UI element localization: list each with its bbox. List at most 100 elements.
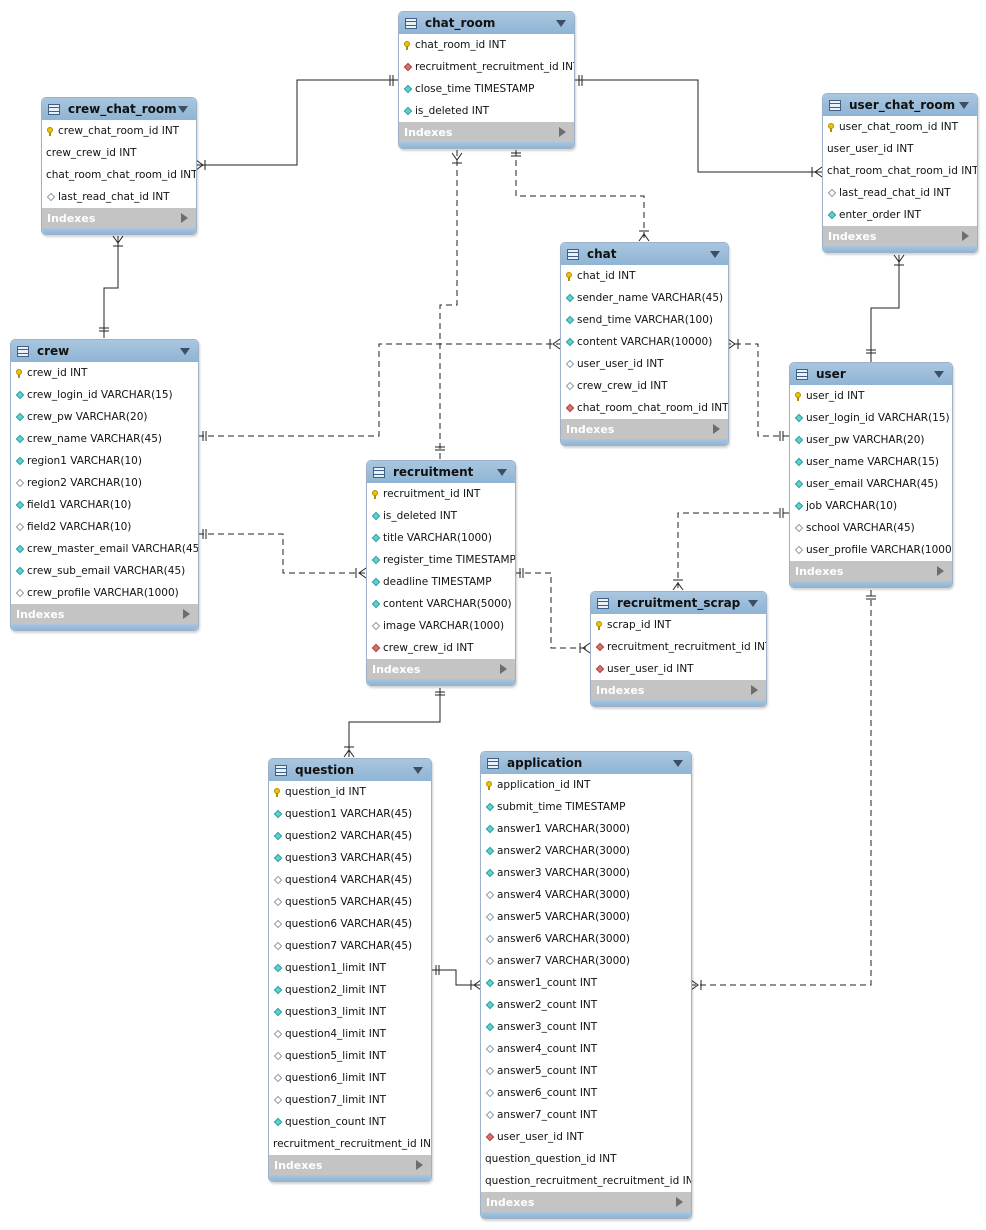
column-row[interactable]: answer4 VARCHAR(3000) [481,884,691,906]
indexes-section[interactable]: Indexes [591,680,766,700]
column-row[interactable]: school VARCHAR(45) [790,517,952,539]
column-row[interactable]: answer7_count INT [481,1104,691,1126]
column-row[interactable]: question2 VARCHAR(45) [269,825,431,847]
column-row[interactable]: answer2 VARCHAR(3000) [481,840,691,862]
table-header[interactable]: chat [561,243,728,265]
column-row[interactable]: region1 VARCHAR(10) [11,450,198,472]
column-row[interactable]: recruitment_recruitment_id INT [399,56,574,78]
indexes-section[interactable]: Indexes [561,419,728,439]
column-row[interactable]: crew_id INT [11,362,198,384]
column-row[interactable]: content VARCHAR(10000) [561,331,728,353]
column-row[interactable]: register_time TIMESTAMP [367,549,515,571]
collapse-arrow-icon[interactable] [748,600,758,607]
collapse-arrow-icon[interactable] [710,251,720,258]
indexes-section[interactable]: Indexes [399,122,574,142]
indexes-section[interactable]: Indexes [269,1155,431,1175]
column-row[interactable]: question6 VARCHAR(45) [269,913,431,935]
column-row[interactable]: recruitment_recruitment_id INT [591,636,766,658]
column-row[interactable]: is_deleted INT [399,100,574,122]
column-row[interactable]: user_login_id VARCHAR(15) [790,407,952,429]
table-header[interactable]: question [269,759,431,781]
column-row[interactable]: content VARCHAR(5000) [367,593,515,615]
indexes-section[interactable]: Indexes [367,659,515,679]
column-row[interactable]: question_question_id INT [481,1148,691,1170]
column-row[interactable]: user_email VARCHAR(45) [790,473,952,495]
table-header[interactable]: application [481,752,691,774]
column-row[interactable]: deadline TIMESTAMP [367,571,515,593]
column-row[interactable]: answer3 VARCHAR(3000) [481,862,691,884]
column-row[interactable]: crew_pw VARCHAR(20) [11,406,198,428]
collapse-arrow-icon[interactable] [178,106,188,113]
collapse-arrow-icon[interactable] [180,348,190,355]
collapse-arrow-icon[interactable] [673,760,683,767]
table-header[interactable]: crew_chat_room [42,98,196,120]
column-row[interactable]: question5_limit INT [269,1045,431,1067]
column-row[interactable]: question6_limit INT [269,1067,431,1089]
column-row[interactable]: user_profile VARCHAR(1000) [790,539,952,561]
column-row[interactable]: recruitment_recruitment_id INT [269,1133,431,1155]
column-row[interactable]: sender_name VARCHAR(45) [561,287,728,309]
column-row[interactable]: crew_sub_email VARCHAR(45) [11,560,198,582]
column-row[interactable]: user_id INT [790,385,952,407]
column-row[interactable]: enter_order INT [823,204,977,226]
table-header[interactable]: recruitment_scrap [591,592,766,614]
column-row[interactable]: question_recruitment_recruitment_id INT [481,1170,691,1192]
column-row[interactable]: crew_name VARCHAR(45) [11,428,198,450]
column-row[interactable]: answer1 VARCHAR(3000) [481,818,691,840]
column-row[interactable]: answer6_count INT [481,1082,691,1104]
column-row[interactable]: user_name VARCHAR(15) [790,451,952,473]
column-row[interactable]: user_user_id INT [823,138,977,160]
column-row[interactable]: crew_profile VARCHAR(1000) [11,582,198,604]
column-row[interactable]: answer4_count INT [481,1038,691,1060]
collapse-arrow-icon[interactable] [413,767,423,774]
column-row[interactable]: last_read_chat_id INT [823,182,977,204]
indexes-section[interactable]: Indexes [823,226,977,246]
expand-arrow-icon[interactable] [181,213,188,223]
expand-arrow-icon[interactable] [937,566,944,576]
column-row[interactable]: user_user_id INT [561,353,728,375]
collapse-arrow-icon[interactable] [556,20,566,27]
expand-arrow-icon[interactable] [183,609,190,619]
column-row[interactable]: crew_crew_id INT [367,637,515,659]
column-row[interactable]: region2 VARCHAR(10) [11,472,198,494]
expand-arrow-icon[interactable] [559,127,566,137]
column-row[interactable]: title VARCHAR(1000) [367,527,515,549]
column-row[interactable]: recruitment_id INT [367,483,515,505]
column-row[interactable]: last_read_chat_id INT [42,186,196,208]
column-row[interactable]: question4_limit INT [269,1023,431,1045]
collapse-arrow-icon[interactable] [934,371,944,378]
collapse-arrow-icon[interactable] [497,469,507,476]
column-row[interactable]: crew_chat_room_id INT [42,120,196,142]
table-header[interactable]: recruitment [367,461,515,483]
column-row[interactable]: question1_limit INT [269,957,431,979]
column-row[interactable]: scrap_id INT [591,614,766,636]
column-row[interactable]: submit_time TIMESTAMP [481,796,691,818]
expand-arrow-icon[interactable] [676,1197,683,1207]
column-row[interactable]: question_count INT [269,1111,431,1133]
table-header[interactable]: user_chat_room [823,94,977,116]
column-row[interactable]: application_id INT [481,774,691,796]
expand-arrow-icon[interactable] [500,664,507,674]
column-row[interactable]: chat_id INT [561,265,728,287]
column-row[interactable]: user_pw VARCHAR(20) [790,429,952,451]
column-row[interactable]: answer7 VARCHAR(3000) [481,950,691,972]
column-row[interactable]: question_id INT [269,781,431,803]
column-row[interactable]: chat_room_id INT [399,34,574,56]
expand-arrow-icon[interactable] [751,685,758,695]
column-row[interactable]: job VARCHAR(10) [790,495,952,517]
column-row[interactable]: question5 VARCHAR(45) [269,891,431,913]
column-row[interactable]: question3_limit INT [269,1001,431,1023]
indexes-section[interactable]: Indexes [42,208,196,228]
table-header[interactable]: user [790,363,952,385]
column-row[interactable]: close_time TIMESTAMP [399,78,574,100]
column-row[interactable]: chat_room_chat_room_id INT [823,160,977,182]
column-row[interactable]: crew_crew_id INT [561,375,728,397]
column-row[interactable]: crew_login_id VARCHAR(15) [11,384,198,406]
